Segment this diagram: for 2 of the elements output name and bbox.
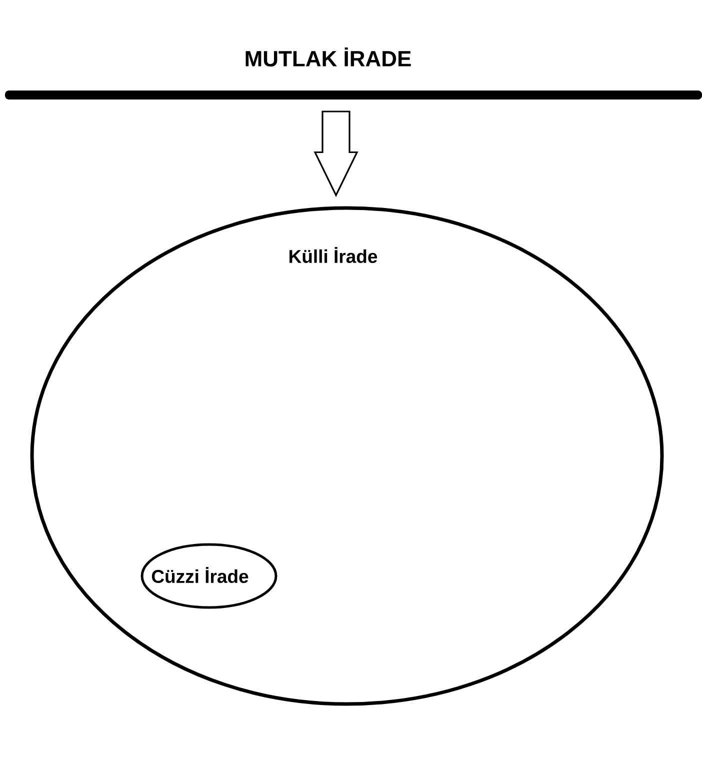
- block-arrow: [314, 110, 358, 198]
- heading: MUTLAK İRADE: [246, 47, 411, 67]
